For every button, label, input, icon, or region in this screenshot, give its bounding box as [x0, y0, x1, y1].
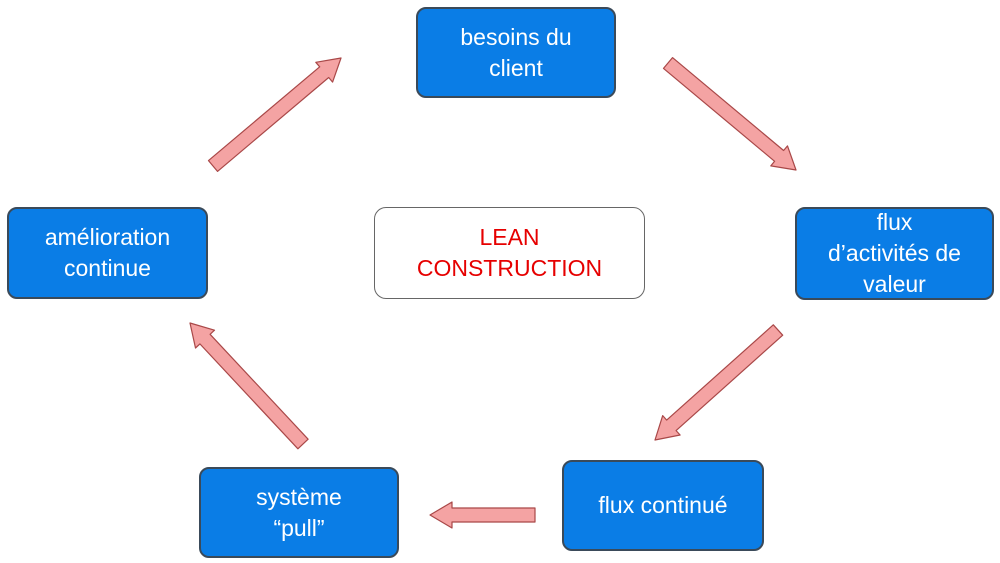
node-label-line: continue — [64, 255, 151, 281]
node-systeme-pull: système “pull” — [199, 467, 399, 558]
arrow-flux-continu-to-systeme-pull — [429, 501, 536, 529]
node-label-line: besoins du — [460, 23, 572, 50]
node-besoins-du-client: besoins du client — [416, 7, 616, 98]
node-amelioration-continue: amélioration continue — [7, 207, 208, 299]
arrow-systeme-pull-to-amelioration — [189, 322, 309, 450]
center-title-box: LEAN CONSTRUCTION — [374, 207, 645, 299]
node-label-line: système — [256, 483, 342, 510]
node-label-line: client — [489, 54, 543, 81]
center-title-line: CONSTRUCTION — [416, 255, 603, 281]
node-flux-continu: flux continué — [562, 460, 764, 551]
node-flux-activites-valeur: flux d’activités de valeur — [795, 207, 994, 300]
node-label-line: “pull” — [273, 514, 325, 541]
node-label-line: amélioration — [44, 224, 171, 250]
arrow-flux-activites-to-flux-continu — [654, 324, 784, 441]
arrow-besoins-to-flux-activites — [662, 56, 797, 171]
center-title-line: LEAN — [479, 224, 540, 250]
node-label-line: valeur — [863, 271, 926, 297]
node-label-line: d’activités de — [828, 240, 961, 266]
node-label-line: flux continué — [598, 492, 728, 518]
node-label-line: flux — [876, 209, 913, 235]
arrow-amelioration-to-besoins — [207, 57, 342, 172]
